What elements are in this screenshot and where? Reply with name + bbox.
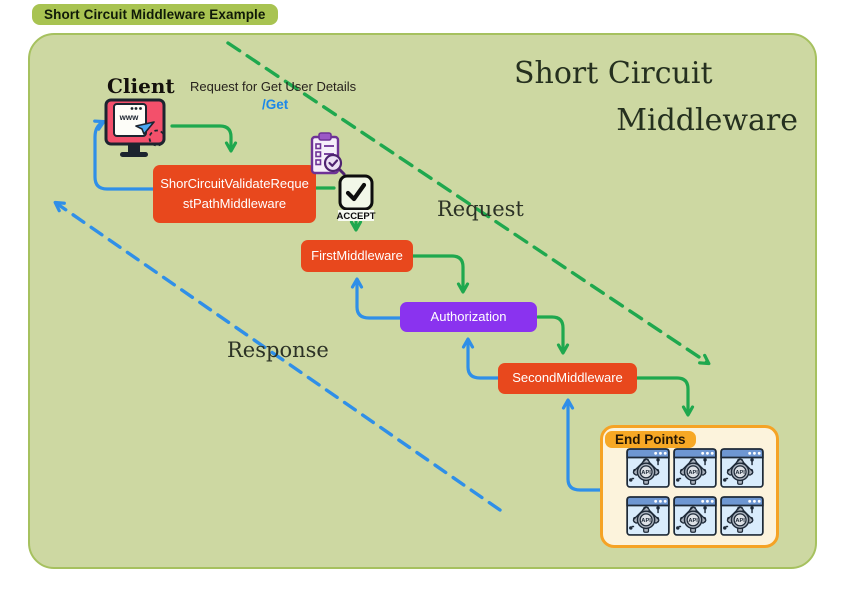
authorization-label: Authorization xyxy=(430,308,507,324)
svg-text:API: API xyxy=(735,518,745,524)
api-endpoint-icon: API xyxy=(673,448,717,488)
svg-text:API: API xyxy=(641,470,651,476)
first-middleware-label: FirstMiddleware xyxy=(311,247,403,263)
second-middleware-box: SecondMiddleware xyxy=(498,363,637,394)
request-inspect-document-icon xyxy=(306,131,348,179)
endpoints-label: End Points xyxy=(605,431,696,448)
page-title: Short Circuit Middleware xyxy=(500,50,800,144)
api-endpoint-icon: API xyxy=(626,448,670,488)
svg-text:API: API xyxy=(641,518,651,524)
validate-middleware-label-line2: stPathMiddleware xyxy=(182,196,287,211)
response-flow-label: Response xyxy=(227,338,329,362)
svg-text:www: www xyxy=(119,113,139,122)
accept-stamp-label: ACCEPT xyxy=(336,211,375,222)
svg-text:API: API xyxy=(688,470,698,476)
request-path: /Get xyxy=(262,97,289,112)
client-browser-icon: www xyxy=(98,96,174,162)
accept-stamp-icon: ACCEPT xyxy=(335,174,377,222)
authorization-box: Authorization xyxy=(400,302,537,332)
client-label: Client xyxy=(107,74,175,98)
diagram-title-badge: Short Circuit Middleware Example xyxy=(32,4,278,25)
page-title-line1: Short Circuit xyxy=(514,56,713,91)
api-endpoint-icon: API xyxy=(720,448,764,488)
request-description: Request for Get User Details xyxy=(190,79,357,94)
api-endpoint-icon: API xyxy=(720,496,764,536)
api-endpoint-icon: API xyxy=(673,496,717,536)
endpoints-grid: API API API xyxy=(626,447,764,538)
page-title-line2: Middleware xyxy=(616,103,798,138)
first-middleware-box: FirstMiddleware xyxy=(301,240,413,272)
svg-text:API: API xyxy=(688,518,698,524)
api-endpoint-icon: API xyxy=(626,496,670,536)
svg-text:API: API xyxy=(735,470,745,476)
request-flow-label: Request xyxy=(437,197,524,221)
validate-middleware-label-line1: ShorCircuitValidateReque xyxy=(160,175,309,191)
second-middleware-label: SecondMiddleware xyxy=(512,370,623,386)
validate-middleware-box: ShorCircuitValidateReque stPathMiddlewar… xyxy=(153,165,316,223)
